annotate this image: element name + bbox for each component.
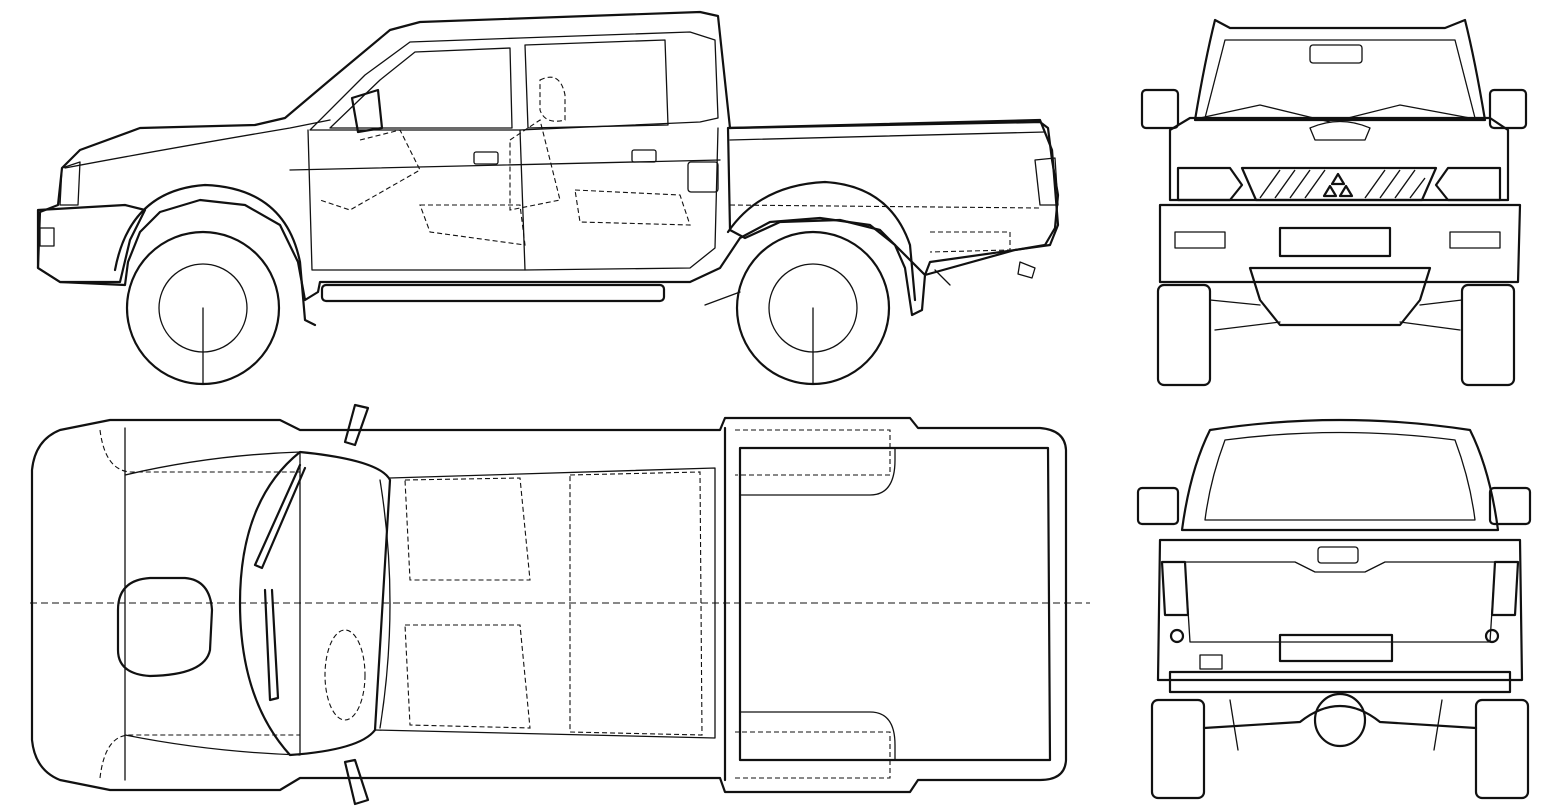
side-rear-door — [524, 127, 719, 271]
top-wiper-right — [263, 588, 280, 702]
front-bumper-face — [1158, 203, 1522, 284]
fuel-door — [687, 161, 719, 193]
rear-tire-right — [1474, 698, 1530, 800]
top-mirror-left — [343, 403, 370, 447]
front-view — [1140, 18, 1528, 387]
front-mirror-right — [1488, 88, 1528, 130]
front-tire-left — [1156, 283, 1212, 387]
side-seatback — [509, 119, 561, 211]
front-suspension — [1209, 299, 1463, 331]
rear-axle — [1202, 704, 1478, 730]
top-bed-floor — [738, 446, 1052, 762]
rear-taillight-right — [1490, 560, 1520, 617]
rear-wheel-flare — [726, 180, 917, 302]
rear-view — [1136, 418, 1532, 800]
side-step — [320, 283, 666, 303]
front-foglight-right — [1449, 231, 1501, 249]
top-front-fender-l — [99, 429, 300, 473]
top-hood-scoop — [116, 576, 214, 678]
top-mirror-right — [343, 758, 370, 806]
rear-reflector-left — [1169, 628, 1185, 644]
rear-plate — [1278, 633, 1394, 663]
roof-vent — [1309, 44, 1363, 64]
hood-scoop — [1309, 120, 1371, 141]
side-front-window — [329, 47, 513, 129]
top-windshield — [238, 450, 392, 757]
front-tire-right — [1460, 283, 1516, 387]
front-headlight-left — [1176, 166, 1244, 202]
front-door-handle — [473, 151, 499, 165]
top-bed-wheelwell-l — [739, 447, 896, 496]
front-grille — [1240, 166, 1438, 202]
front-foglight-left — [1174, 231, 1226, 249]
rear-bumper — [1168, 670, 1512, 694]
top-roof — [374, 467, 716, 739]
grille-emblem — [1322, 172, 1354, 198]
top-seat-passenger — [404, 624, 531, 729]
top-front-fender-r — [99, 734, 300, 779]
rear-reflector-right — [1484, 628, 1500, 644]
hitch — [1199, 654, 1223, 670]
top-rear-bench — [569, 471, 703, 736]
top-view — [30, 403, 1090, 806]
front-lower-intake — [1278, 226, 1392, 258]
rear-shocks — [1229, 699, 1443, 751]
rear-window — [1204, 431, 1476, 521]
side-front-door — [307, 129, 526, 271]
top-steering-wheel — [324, 629, 366, 721]
side-seat-front — [419, 204, 526, 246]
side-foglight — [39, 227, 55, 247]
front-wipers — [1199, 104, 1471, 123]
side-view — [36, 10, 1060, 386]
top-body-outline — [30, 416, 1068, 794]
top-bed-liner — [735, 429, 891, 476]
top-wiper-left — [253, 463, 307, 570]
side-headrest — [539, 76, 566, 122]
side-steering — [319, 129, 421, 211]
rear-cab-outline — [1180, 418, 1500, 532]
top-bed-wheelwell-r — [739, 711, 896, 761]
side-body-outline — [36, 10, 1060, 317]
front-mirror-left — [1140, 88, 1180, 130]
grille-hatching — [1259, 169, 1426, 199]
front-windshield — [1204, 39, 1476, 119]
top-seat-driver — [404, 477, 531, 581]
exhaust — [1017, 261, 1036, 279]
bull-bar — [1248, 266, 1432, 327]
bed-top-rail — [729, 131, 1046, 141]
rear-tire-left — [1150, 698, 1206, 800]
top-hood — [124, 451, 301, 756]
rear-differential — [1313, 692, 1367, 748]
rear-bed-outline — [1156, 538, 1524, 682]
side-headlight — [59, 161, 81, 206]
side-chassis — [929, 231, 1011, 253]
side-frame-line — [729, 204, 1041, 209]
rear-shock — [704, 269, 951, 306]
tailgate — [1184, 561, 1496, 643]
front-cab-outline — [1193, 18, 1487, 122]
rear-door-handle — [631, 149, 657, 163]
tailgate-handle — [1317, 546, 1359, 564]
top-roof-line — [379, 479, 391, 729]
taillight — [1034, 157, 1059, 206]
top-bed-liner-r — [735, 731, 891, 779]
rear-mirror-right — [1488, 486, 1532, 526]
front-bumper — [36, 203, 147, 284]
side-seat-rear — [574, 189, 691, 226]
side-rear-window — [524, 39, 669, 129]
rear-mirror-left — [1136, 486, 1180, 526]
front-hood — [1168, 116, 1510, 202]
side-mirror — [350, 88, 384, 134]
front-headlight-right — [1434, 166, 1502, 202]
rear-taillight-left — [1160, 560, 1190, 617]
side-hood-line — [64, 119, 331, 169]
front-wheel-flare — [113, 183, 317, 327]
